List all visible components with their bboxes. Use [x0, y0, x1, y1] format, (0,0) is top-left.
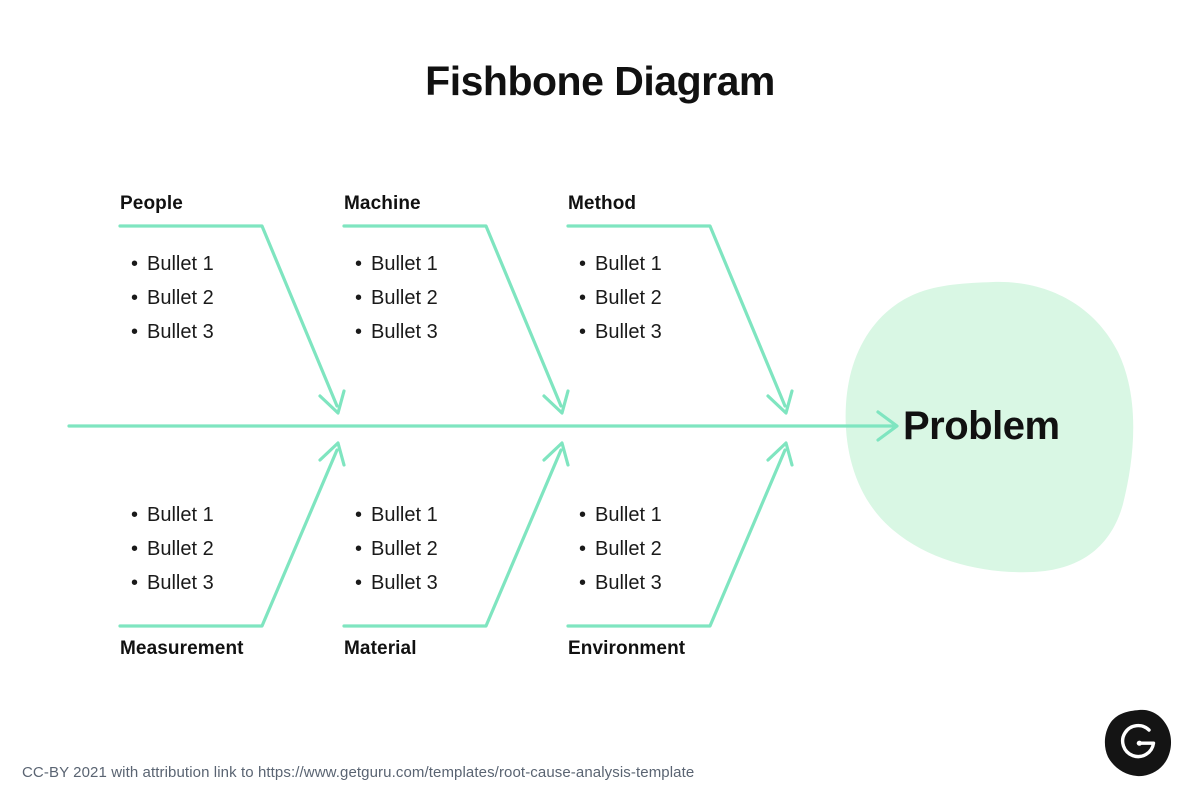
list-item[interactable]: • Bullet 2 — [131, 538, 341, 572]
bullet-dot-icon: • — [131, 321, 139, 343]
bullet-list-environment: • Bullet 1 • Bullet 2 • Bullet 3 — [579, 504, 789, 606]
page-title: Fishbone Diagram — [425, 58, 775, 104]
bullet-text: Bullet 3 — [147, 321, 214, 343]
branch-arrowhead-material — [542, 441, 570, 467]
list-item[interactable]: • Bullet 1 — [131, 504, 341, 538]
bullet-text: Bullet 2 — [595, 287, 662, 309]
bullet-dot-icon: • — [131, 253, 139, 275]
bullet-list-people: • Bullet 1 • Bullet 2 • Bullet 3 — [131, 253, 341, 355]
bullet-dot-icon: • — [579, 538, 587, 560]
list-item[interactable]: • Bullet 3 — [355, 572, 565, 606]
branch-line-material — [342, 448, 563, 628]
category-label-people[interactable]: People — [120, 193, 183, 214]
list-item[interactable]: • Bullet 2 — [579, 538, 789, 572]
bullet-dot-icon: • — [355, 287, 363, 309]
branch-bottom-environment — [566, 441, 794, 628]
bullet-list-material: • Bullet 1 • Bullet 2 • Bullet 3 — [355, 504, 565, 606]
category-label-machine[interactable]: Machine — [344, 193, 421, 214]
branch-arrowhead-people — [318, 389, 346, 415]
bullet-text: Bullet 2 — [371, 287, 438, 309]
bullet-dot-icon: • — [579, 572, 587, 594]
list-item[interactable]: • Bullet 2 — [131, 287, 341, 321]
bullet-dot-icon: • — [579, 504, 587, 526]
list-item[interactable]: • Bullet 1 — [579, 253, 789, 287]
list-item[interactable]: • Bullet 3 — [579, 572, 789, 606]
list-item[interactable]: • Bullet 2 — [355, 287, 565, 321]
bullet-dot-icon: • — [355, 572, 363, 594]
bullet-text: Bullet 2 — [147, 538, 214, 560]
category-label-environment[interactable]: Environment — [568, 638, 686, 659]
bullet-text: Bullet 1 — [595, 504, 662, 526]
bullet-dot-icon: • — [355, 321, 363, 343]
category-label-measurement[interactable]: Measurement — [120, 638, 244, 659]
list-item[interactable]: • Bullet 3 — [579, 321, 789, 355]
bullet-dot-icon: • — [131, 538, 139, 560]
spine-arrowhead — [876, 410, 899, 442]
category-label-method[interactable]: Method — [568, 193, 637, 214]
bullet-list-method: • Bullet 1 • Bullet 2 • Bullet 3 — [579, 253, 789, 355]
bullet-text: Bullet 2 — [371, 538, 438, 560]
guru-logo-icon[interactable] — [1103, 708, 1173, 778]
problem-label[interactable]: Problem — [903, 404, 1060, 448]
branch-bottom-material — [342, 441, 570, 628]
branch-line-machine — [342, 224, 563, 408]
bullet-text: Bullet 2 — [595, 538, 662, 560]
branch-top-machine — [342, 224, 570, 415]
branch-bottom-measurement — [118, 441, 346, 628]
bullet-dot-icon: • — [355, 253, 363, 275]
bullet-text: Bullet 1 — [147, 504, 214, 526]
list-item[interactable]: • Bullet 2 — [579, 287, 789, 321]
bullet-list-measurement: • Bullet 1 • Bullet 2 • Bullet 3 — [131, 504, 341, 606]
bullet-text: Bullet 3 — [595, 321, 662, 343]
bullet-dot-icon: • — [579, 253, 587, 275]
branch-arrowhead-measurement — [318, 441, 346, 467]
bullet-text: Bullet 1 — [371, 504, 438, 526]
bullet-text: Bullet 1 — [595, 253, 662, 275]
branch-top-method — [566, 224, 794, 415]
problem-blob-shape — [845, 281, 1134, 573]
bullet-dot-icon: • — [131, 504, 139, 526]
bullet-text: Bullet 3 — [595, 572, 662, 594]
bullet-text: Bullet 1 — [147, 253, 214, 275]
bullet-list-machine: • Bullet 1 • Bullet 2 • Bullet 3 — [355, 253, 565, 355]
list-item[interactable]: • Bullet 2 — [355, 538, 565, 572]
branch-arrowhead-method — [766, 389, 794, 415]
bullet-dot-icon: • — [579, 321, 587, 343]
bullet-dot-icon: • — [355, 504, 363, 526]
list-item[interactable]: • Bullet 3 — [355, 321, 565, 355]
footer-attribution: CC-BY 2021 with attribution link to http… — [22, 764, 695, 781]
list-item[interactable]: • Bullet 3 — [131, 321, 341, 355]
bullet-text: Bullet 3 — [371, 321, 438, 343]
spine-group — [67, 410, 899, 442]
bullet-text: Bullet 2 — [147, 287, 214, 309]
bullet-dot-icon: • — [131, 287, 139, 309]
list-item[interactable]: • Bullet 3 — [131, 572, 341, 606]
branch-line-people — [118, 224, 339, 408]
list-item[interactable]: • Bullet 1 — [355, 504, 565, 538]
branch-arrowhead-machine — [542, 389, 570, 415]
branch-line-measurement — [118, 448, 339, 628]
bullet-dot-icon: • — [579, 287, 587, 309]
list-item[interactable]: • Bullet 1 — [131, 253, 341, 287]
bullet-dot-icon: • — [355, 538, 363, 560]
list-item[interactable]: • Bullet 1 — [355, 253, 565, 287]
list-item[interactable]: • Bullet 1 — [579, 504, 789, 538]
bullet-text: Bullet 1 — [371, 253, 438, 275]
branch-line-environment — [566, 448, 787, 628]
category-label-material[interactable]: Material — [344, 638, 417, 659]
branch-top-people — [118, 224, 346, 415]
branch-arrowhead-environment — [766, 441, 794, 467]
bullet-text: Bullet 3 — [147, 572, 214, 594]
bullet-dot-icon: • — [131, 572, 139, 594]
branch-line-method — [566, 224, 787, 408]
bullet-text: Bullet 3 — [371, 572, 438, 594]
